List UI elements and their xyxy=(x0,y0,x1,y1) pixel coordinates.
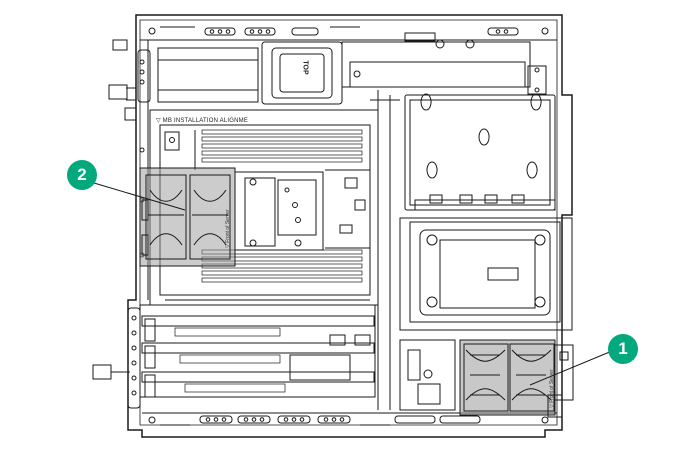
mb-installation-label: ▽ MB INSTALLATION ALIGNME xyxy=(156,118,249,124)
expansion-slots xyxy=(139,299,376,398)
callout-2-badge: 2 xyxy=(67,160,97,190)
callout-1-leader xyxy=(529,350,613,386)
top-rail xyxy=(140,26,557,41)
cable-channel xyxy=(370,90,400,410)
callout-1-badge: 1 xyxy=(608,334,638,364)
processor-fan-cage xyxy=(139,167,236,267)
callout-2-leader xyxy=(93,182,186,211)
front-fan-cage xyxy=(459,339,574,418)
bottom-middle-bracket xyxy=(399,339,456,411)
upper-drive-cage xyxy=(404,93,556,211)
chassis-inner-outline xyxy=(139,19,558,426)
front-fan-marking: ▽ Front of Server xyxy=(549,369,555,408)
top-right-cage xyxy=(341,32,547,95)
processor-fan-marking: ▽ Front of Server xyxy=(225,209,231,248)
power-supply xyxy=(157,41,343,105)
top-marker-label: TOP xyxy=(301,60,309,75)
lower-drive-cage xyxy=(399,217,573,331)
